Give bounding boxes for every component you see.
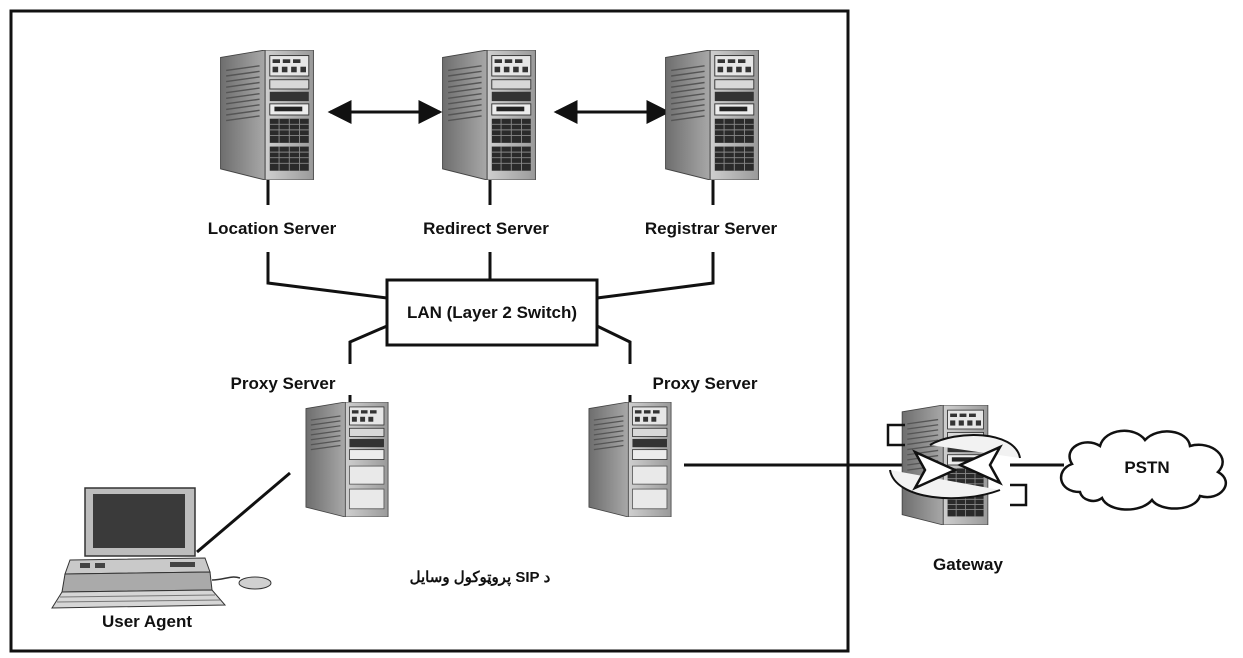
diagram-caption: د SIP پروټوکول وسایل: [409, 569, 551, 586]
lan-switch-label: LAN (Layer 2 Switch): [406, 303, 578, 322]
proxy-server-right-label: Proxy Server: [652, 374, 758, 393]
pstn-label: PSTN: [1124, 458, 1170, 477]
gateway-label: Gateway: [933, 555, 1003, 574]
pstn-cloud: [1060, 429, 1228, 511]
sip-domain-border: [9, 9, 850, 653]
location-server-icon: [219, 50, 315, 180]
proxy-server-left-icon: [305, 402, 389, 517]
location-server-label: Location Server: [207, 219, 337, 238]
lan-switch-box: [385, 278, 599, 347]
registrar-server-icon: [664, 50, 760, 180]
registrar-server-label: Registrar Server: [644, 219, 778, 238]
user-agent-computer-icon: [51, 487, 272, 609]
redirect-server-label: Redirect Server: [423, 219, 549, 238]
user-agent-label: User Agent: [101, 612, 193, 631]
gateway-icon: [886, 405, 1028, 525]
proxy-server-left-label: Proxy Server: [230, 374, 336, 393]
proxy-server-right-icon: [588, 402, 672, 517]
redirect-server-icon: [441, 50, 537, 180]
